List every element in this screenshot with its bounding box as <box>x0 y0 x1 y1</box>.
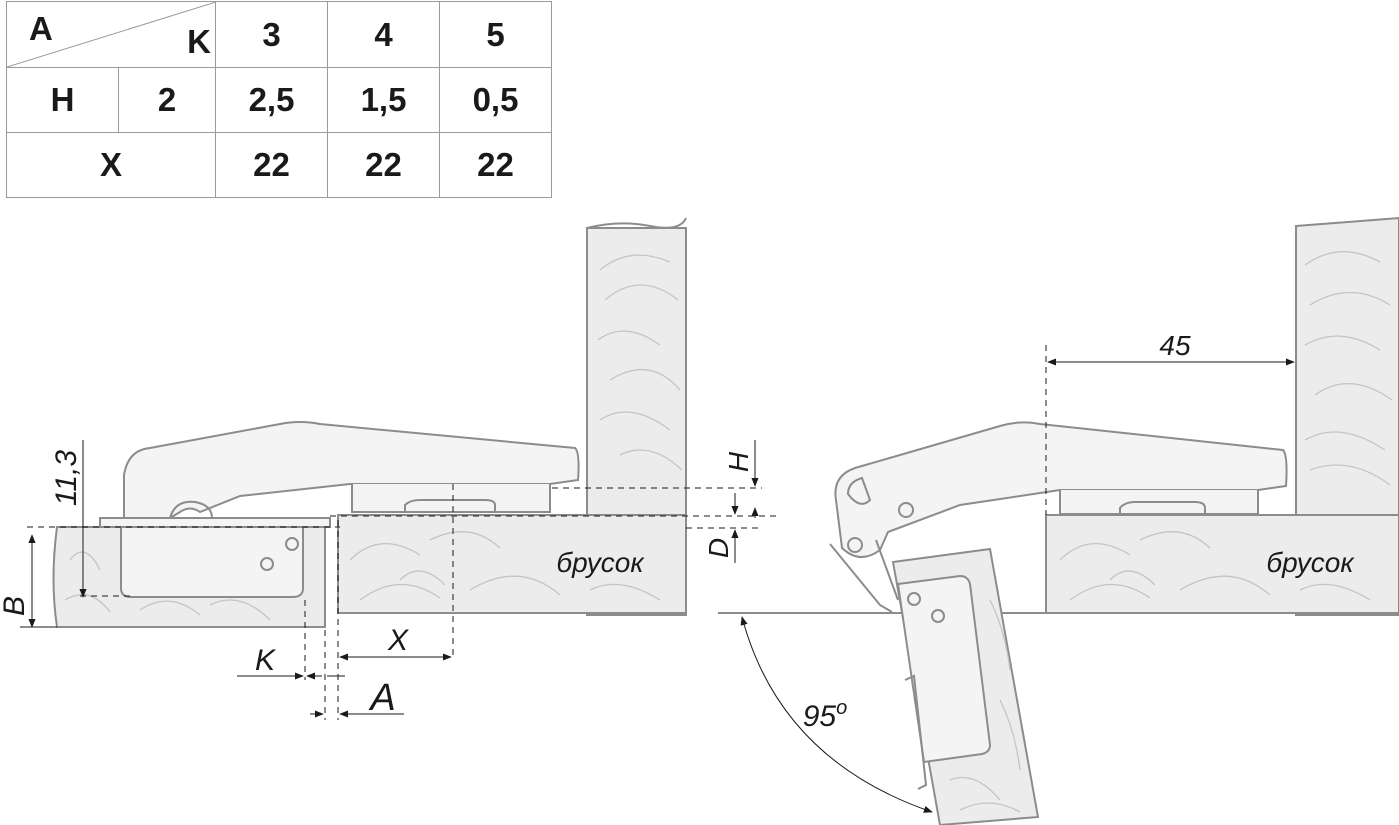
left-dimension-lines <box>20 440 759 718</box>
table-label-h: H <box>6 67 119 133</box>
corner-label-k: K <box>187 23 211 60</box>
left-dashed-lines <box>27 484 780 720</box>
dim-label-x: X <box>387 624 409 657</box>
dim-label-45: 45 <box>1159 330 1191 361</box>
corner-diagonal <box>7 2 216 68</box>
table-corner-cell: A K <box>6 1 216 68</box>
bar-label-left: брусок <box>556 547 645 578</box>
right-bar <box>1045 514 1399 614</box>
left-hinge-arm <box>99 421 580 528</box>
angle-unit: o <box>836 697 847 719</box>
table-cell-x-3: 22 <box>439 132 552 198</box>
table-cell-k-3: 5 <box>439 1 552 68</box>
bar-label-right: брусок <box>1266 547 1355 578</box>
dim-label-b: B <box>0 596 31 616</box>
dim-label-k: K <box>255 644 277 677</box>
dim-label-11-3: 11,3 <box>50 450 83 506</box>
right-dimension-lines <box>740 345 1295 813</box>
dim-label-h: H <box>723 451 754 472</box>
angle-label: 95o <box>803 697 848 733</box>
table-label-x: X <box>6 132 216 198</box>
table-cell-h-1: 2,5 <box>215 67 328 133</box>
table-cell-k-1: 3 <box>215 1 328 68</box>
angle-value: 95 <box>803 700 837 733</box>
table-cell-h-3: 0,5 <box>439 67 552 133</box>
left-view: 11,3 B H D X K A брусок <box>0 217 780 720</box>
dim-label-d: D <box>703 538 734 558</box>
table-cell-x-1: 22 <box>215 132 328 198</box>
right-door <box>891 547 1040 825</box>
corner-label-a: A <box>29 10 53 47</box>
right-hinge-arm <box>829 421 1288 613</box>
table-row-x: X 22 22 22 <box>6 132 552 198</box>
table-row-k: A K 3 4 5 <box>6 1 552 68</box>
spec-table: A K 3 4 5 H 2 2,5 1,5 0,5 X 22 22 22 <box>6 1 552 198</box>
left-hinge-cup <box>120 526 304 598</box>
table-row-h: H 2 2,5 1,5 0,5 <box>6 67 552 133</box>
dim-label-a: A <box>368 677 395 719</box>
table-cell-k-2: 4 <box>327 1 440 68</box>
right-view: 45 95o брусок <box>718 216 1399 825</box>
